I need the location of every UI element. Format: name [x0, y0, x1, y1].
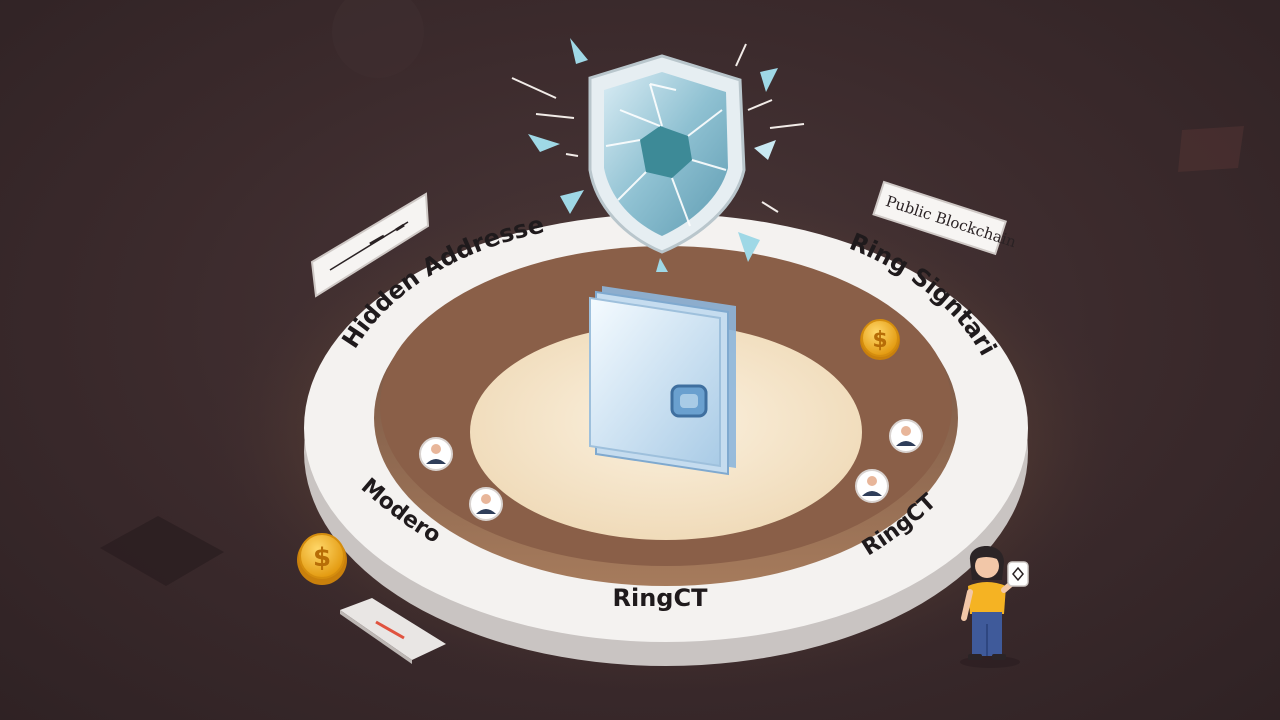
broken-shield-icon: [511, 38, 805, 272]
svg-text:$: $: [313, 543, 331, 573]
label-ringct-center: RingCT: [613, 584, 709, 612]
background-decor: [100, 0, 1244, 586]
person-with-phone: [960, 546, 1029, 668]
floor-card: [340, 598, 446, 664]
coin-icon-left: $: [297, 533, 347, 585]
phone-icon: [1007, 561, 1029, 587]
svg-text:$: $: [872, 328, 887, 353]
coin-icon-right: $: [860, 319, 900, 360]
user-avatar-1: [419, 437, 453, 471]
user-avatar-4: [855, 469, 889, 503]
user-avatar-3: [889, 419, 923, 453]
left-tag-panel: [310, 192, 430, 298]
wallet-icon: [589, 286, 736, 476]
user-avatar-2: [469, 487, 503, 521]
